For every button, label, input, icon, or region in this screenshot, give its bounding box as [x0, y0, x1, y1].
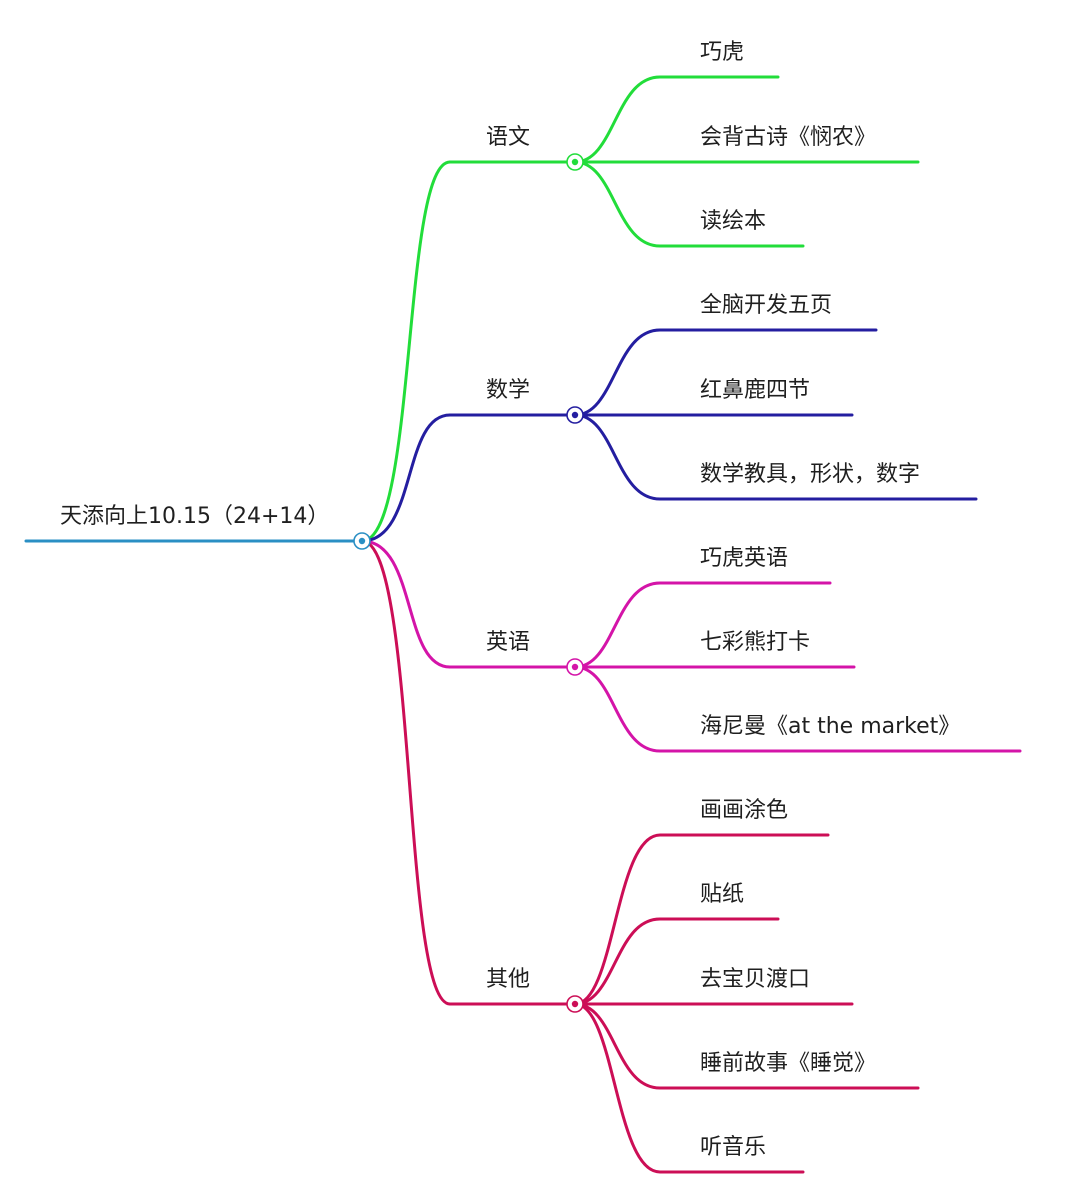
branch-connector-1: [360, 413, 452, 543]
leaf-connector-0-2: [573, 160, 805, 248]
leaf-connector-3-0: [573, 833, 830, 1006]
leaf-label-3-3[interactable]: 睡前故事《睡觉》: [700, 1051, 877, 1076]
leaf-label-3-0[interactable]: 画画涂色: [700, 798, 789, 823]
leaf-connector-3-1: [573, 917, 780, 1006]
leaf-connector-1-2: [573, 413, 978, 501]
branch-label-2[interactable]: 英语: [486, 630, 531, 655]
leaf-connector-1-0: [573, 328, 878, 417]
leaf-connector-3-3: [573, 1002, 920, 1090]
leaf-connector-2-2: [573, 665, 1022, 753]
leaf-label-0-0[interactable]: 巧虎: [700, 40, 745, 65]
branch-node-0[interactable]: [566, 153, 584, 171]
connector-lines: [24, 75, 1022, 1174]
branch-node-3[interactable]: [566, 995, 584, 1013]
branch-connector-0: [360, 160, 452, 543]
leaf-label-2-1[interactable]: 七彩熊打卡: [700, 630, 811, 655]
leaf-label-1-0[interactable]: 全脑开发五页: [700, 293, 833, 318]
leaf-label-3-4[interactable]: 听音乐: [700, 1135, 767, 1160]
leaf-label-2-2[interactable]: 海尼曼《at the market》: [700, 714, 961, 739]
branch-connector-3: [360, 539, 452, 1006]
leaf-connector-2-0: [573, 581, 832, 669]
leaf-label-0-1[interactable]: 会背古诗《悯农》: [700, 125, 877, 150]
branch-label-0[interactable]: 语文: [486, 125, 531, 150]
leaf-label-1-1[interactable]: 红鼻鹿四节: [700, 378, 811, 403]
root-topic-label[interactable]: 天添向上10.15（24+14）: [60, 504, 330, 529]
leaf-connector-3-4: [573, 1002, 805, 1174]
root-node[interactable]: [353, 532, 371, 550]
leaf-connector-0-0: [573, 75, 780, 164]
branch-connector-2: [360, 539, 452, 669]
branch-node-1[interactable]: [566, 406, 584, 424]
branch-label-1[interactable]: 数学: [486, 378, 531, 403]
leaf-label-3-2[interactable]: 去宝贝渡口: [700, 967, 811, 992]
branch-node-2[interactable]: [566, 658, 584, 676]
leaf-label-0-2[interactable]: 读绘本: [700, 209, 767, 234]
branch-label-3[interactable]: 其他: [486, 967, 531, 992]
leaf-label-3-1[interactable]: 贴纸: [700, 882, 745, 907]
leaf-label-2-0[interactable]: 巧虎英语: [700, 546, 789, 571]
node-markers: [353, 153, 584, 1013]
leaf-label-1-2[interactable]: 数学教具，形状，数字: [700, 462, 921, 487]
